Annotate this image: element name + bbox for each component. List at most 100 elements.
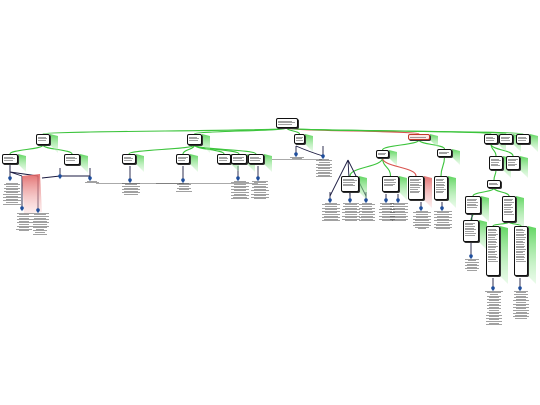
node-text-line <box>486 136 494 138</box>
caption-text-line <box>6 189 18 190</box>
node-text-line <box>219 156 227 158</box>
node-text-line <box>436 185 446 187</box>
tree-node[interactable] <box>217 154 231 164</box>
caption-text-line <box>318 158 330 160</box>
node-shadow-fan <box>520 156 528 178</box>
root-node[interactable] <box>276 118 298 128</box>
tree-node[interactable] <box>231 154 247 164</box>
caption-text-line <box>30 222 50 224</box>
node-text-line <box>465 232 477 234</box>
tree-node[interactable] <box>437 149 452 157</box>
tree-edge <box>128 144 196 155</box>
node-text-line <box>467 200 476 202</box>
node-text-line <box>488 237 496 239</box>
caption-text-line <box>415 217 429 218</box>
tree-node[interactable] <box>341 176 359 192</box>
tree-node[interactable] <box>434 176 448 200</box>
tree-node[interactable] <box>376 150 389 158</box>
caption-text-line <box>513 306 529 308</box>
caption-text-line <box>324 215 338 217</box>
node-text-line <box>66 158 77 160</box>
tree-node[interactable] <box>487 180 501 188</box>
node-text-line <box>488 259 497 261</box>
caption-text-line <box>315 173 333 174</box>
node-text-line <box>504 202 514 204</box>
caption-text-line <box>342 212 360 214</box>
caption-text-line <box>436 215 450 217</box>
map-pin-icon <box>36 208 40 214</box>
caption-text-line <box>433 226 453 228</box>
caption-text-line <box>513 290 529 292</box>
tree-node[interactable] <box>408 134 430 140</box>
tree-node[interactable] <box>122 154 136 164</box>
tree-node[interactable] <box>506 156 520 170</box>
tree-node[interactable] <box>408 176 424 200</box>
node-text-line <box>501 136 510 138</box>
node-shadow-fan <box>430 134 438 148</box>
caption-text-line <box>433 223 453 225</box>
caption-text-line <box>381 213 393 215</box>
caption-text-line <box>436 218 450 220</box>
caption-text-line <box>324 218 338 220</box>
node-text-line <box>465 222 475 224</box>
tree-node[interactable] <box>484 134 498 144</box>
caption-text-line <box>487 295 501 297</box>
node-text-line <box>436 183 444 185</box>
tree-edge <box>349 157 384 177</box>
caption-text-line <box>515 308 527 310</box>
node-text-line <box>501 140 511 142</box>
node-text-line <box>378 152 386 154</box>
tree-node[interactable] <box>294 134 305 144</box>
tree-node[interactable] <box>2 154 18 164</box>
node-text-line <box>410 185 422 187</box>
node-text-line <box>278 120 292 122</box>
node-shadow-fan <box>50 134 58 153</box>
caption-text-line <box>19 214 29 216</box>
tree-node[interactable] <box>514 226 528 276</box>
caption-text-line <box>436 221 450 223</box>
node-text-line <box>467 202 478 204</box>
caption-text-line <box>16 212 32 214</box>
tree-node[interactable] <box>486 226 500 276</box>
tree-node[interactable] <box>516 134 530 144</box>
node-text-line <box>488 245 498 247</box>
node-text-line <box>504 203 513 205</box>
inline-caption <box>272 159 322 160</box>
caption-text-line <box>233 187 247 188</box>
tree-node[interactable] <box>248 154 264 164</box>
tree-node[interactable] <box>176 154 190 164</box>
caption-text-line <box>33 227 47 228</box>
node-text-line <box>516 260 526 262</box>
node-text-line <box>516 240 524 242</box>
node-text-line <box>488 238 497 240</box>
node-text-line <box>296 138 302 140</box>
caption-text-line <box>315 176 333 178</box>
caption-text-line <box>233 180 247 182</box>
node-text-line <box>516 250 525 252</box>
caption-text-line <box>359 204 375 206</box>
tree-node[interactable] <box>499 134 513 144</box>
leaf-caption <box>313 158 335 178</box>
node-text-line <box>504 198 514 200</box>
caption-text-line <box>318 174 330 176</box>
leaf-caption <box>320 202 342 222</box>
tree-edge <box>492 221 510 227</box>
caption-text-line <box>486 298 502 300</box>
node-text-line <box>410 190 421 192</box>
node-text-line <box>491 158 499 160</box>
node-text-line <box>219 158 229 160</box>
tree-node[interactable] <box>463 220 479 242</box>
tree-node[interactable] <box>465 196 481 214</box>
map-pin-icon <box>469 254 473 260</box>
node-text-line <box>488 250 497 252</box>
tree-node[interactable] <box>187 134 202 145</box>
node-shadow-fan <box>305 134 313 152</box>
tree-node[interactable] <box>502 196 516 222</box>
tree-node[interactable] <box>489 156 503 170</box>
tree-node[interactable] <box>382 176 399 192</box>
node-text-line <box>518 140 526 142</box>
tree-node[interactable] <box>36 134 50 145</box>
leaf-caption <box>120 182 142 196</box>
tree-node[interactable] <box>64 154 80 165</box>
caption-text-line <box>390 202 408 204</box>
